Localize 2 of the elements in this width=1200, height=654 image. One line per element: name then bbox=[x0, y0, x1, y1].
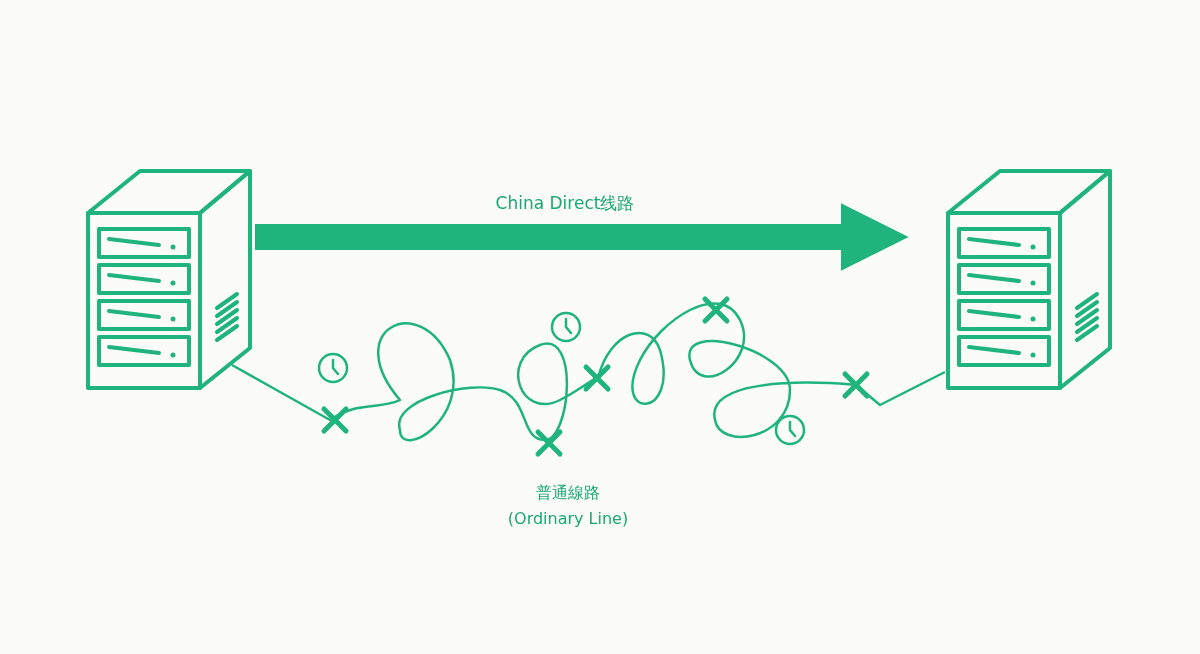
tangled-line bbox=[231, 302, 946, 442]
thick-arrow bbox=[255, 203, 909, 271]
